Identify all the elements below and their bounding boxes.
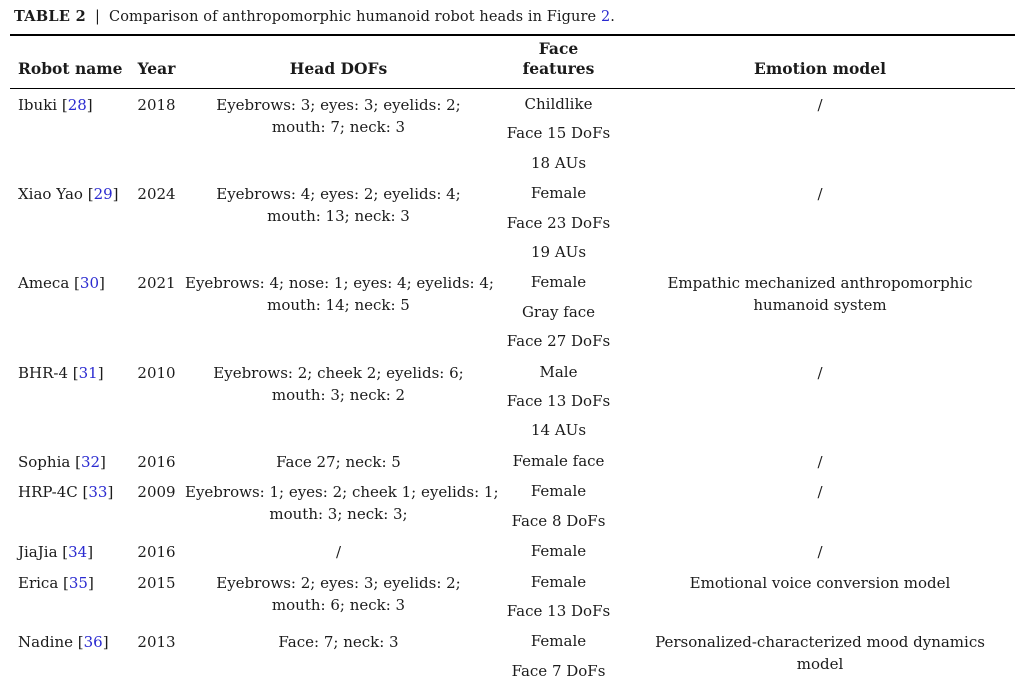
head-dofs-cell: Eyebrows: 4; nose: 1; eyes: 4; eyelids: …	[185, 274, 494, 315]
header-robot-name: Robot name	[18, 59, 123, 78]
face-features-cell: Female Gray face Face 27 DoFs	[506, 273, 611, 351]
head-dofs-cell: Eyebrows: 1; eyes: 2; cheek 1; eyelids: …	[185, 483, 499, 524]
robot-name-cell: Erica [35]	[18, 573, 94, 592]
robot-name-cell: Xiao Yao [29]	[18, 185, 119, 204]
emotion-model-cell: /	[817, 543, 823, 562]
robot-name-cell: Sophia [32]	[18, 452, 106, 471]
header-head-dofs: Head DOFs	[289, 59, 388, 78]
robot-name-cell: Nadine [36]	[18, 633, 109, 652]
robot-name: BHR-4	[18, 363, 69, 382]
year-cell: 2021	[137, 274, 176, 293]
emotion-model-cell: /	[817, 185, 823, 204]
robot-name: Sophia	[18, 452, 71, 471]
robot-name: Erica	[18, 573, 59, 592]
table-row: HRP-4C [33] 2009 Eyebrows: 1; eyes: 2; c…	[10, 476, 1015, 536]
emotion-model-cell: /	[817, 483, 823, 502]
table-row: BHR-4 [31] 2010 Eyebrows: 2; cheek 2; ey…	[10, 357, 1015, 446]
head-dofs-cell: Eyebrows: 2; cheek 2; eyelids: 6; mouth:…	[213, 363, 464, 404]
robot-name: Ibuki	[18, 96, 58, 114]
face-features-cell: Female Face 13 DoFs	[506, 572, 611, 620]
face-features-cell: Female	[530, 542, 587, 561]
table-body: Ibuki [28] 2018 Eyebrows: 3; eyes: 3; ey…	[10, 89, 1015, 683]
emotion-model-cell: Personalized-characterized mood dynamics…	[655, 633, 985, 674]
robot-name: Ameca	[18, 274, 70, 293]
comparison-table: Robot name Year Head DOFs Face features …	[10, 34, 1015, 683]
year-cell: 2016	[137, 543, 176, 562]
emotion-model-cell: Emotional voice conversion model	[689, 573, 951, 592]
caption-text: Comparison of anthropomorphic humanoid r…	[109, 9, 597, 25]
year-cell: 2013	[137, 633, 176, 652]
face-features-cell: Childlike Face 15 DoFs 18 AUs	[506, 95, 611, 172]
table-row: Xiao Yao [29] 2024 Eyebrows: 4; eyes: 2;…	[10, 178, 1015, 267]
robot-name: Nadine	[18, 633, 74, 652]
table-row: Ameca [30] 2021 Eyebrows: 4; nose: 1; ey…	[10, 267, 1015, 356]
header-emotion-model: Emotion model	[754, 59, 886, 78]
face-features-cell: Female face	[512, 451, 605, 470]
face-features-cell: Female Face 23 DoFs 19 AUs	[506, 184, 611, 262]
head-dofs-cell: Face: 7; neck: 3	[278, 633, 399, 652]
robot-name: Xiao Yao	[18, 185, 83, 204]
citation-link[interactable]: 34	[68, 543, 88, 562]
citation-link[interactable]: 30	[79, 274, 99, 293]
citation-link[interactable]: 32	[80, 452, 101, 471]
year-cell: 2024	[137, 185, 176, 204]
citation-link[interactable]: 28	[67, 96, 87, 114]
emotion-model-cell: /	[817, 452, 823, 471]
robot-name-cell: HRP-4C [33]	[18, 483, 114, 502]
face-features-cell: Male Face 13 DoFs 14 AUs	[506, 362, 611, 440]
table-row: Nadine [36] 2013 Face: 7; neck: 3 Female…	[10, 626, 1015, 683]
head-dofs-cell: /	[335, 543, 342, 562]
robot-name-cell: BHR-4 [31]	[18, 363, 104, 382]
face-features-cell: Female Face 7 DoFs	[511, 632, 606, 680]
head-dofs-cell: Eyebrows: 2; eyes: 3; eyelids: 2; mouth:…	[216, 573, 461, 614]
robot-name: HRP-4C	[18, 483, 78, 502]
year-cell: 2018	[137, 96, 176, 114]
header-face-features: Face features	[522, 39, 595, 78]
year-cell: 2015	[137, 573, 176, 592]
table-caption: TABLE 2 | Comparison of anthropomorphic hu…	[10, 5, 1015, 34]
year-cell: 2009	[137, 483, 176, 502]
robot-name: JiaJia	[18, 543, 58, 562]
header-year: Year	[137, 59, 176, 78]
robot-name-cell: JiaJia [34]	[18, 543, 94, 562]
emotion-model-cell: /	[817, 363, 823, 382]
emotion-model-cell: /	[817, 96, 823, 114]
citation-link[interactable]: 35	[68, 573, 88, 592]
table-row: Ibuki [28] 2018 Eyebrows: 3; eyes: 3; ey…	[10, 89, 1015, 178]
emotion-model-cell: Empathic mechanized anthropomorphic huma…	[667, 274, 973, 315]
citation-link[interactable]: 29	[93, 185, 113, 204]
citation-link[interactable]: 36	[83, 633, 103, 652]
head-dofs-cell: Face 27; neck: 5	[276, 452, 401, 471]
robot-name-cell: Ibuki [28]	[18, 96, 93, 114]
year-cell: 2016	[137, 452, 176, 471]
caption-period: .	[610, 9, 615, 25]
citation-link[interactable]: 31	[78, 363, 98, 382]
robot-name-cell: Ameca [30]	[18, 274, 105, 293]
table-row: Erica [35] 2015 Eyebrows: 2; eyes: 3; ey…	[10, 567, 1015, 627]
table-row: Sophia [32] 2016 Face 27; neck: 5 Female…	[10, 446, 1015, 476]
caption-divider: |	[95, 9, 100, 25]
table-label: TABLE 2	[14, 8, 86, 25]
table-row: JiaJia [34] 2016 / Female /	[10, 536, 1015, 566]
figure-link[interactable]: 2	[600, 9, 611, 25]
head-dofs-cell: Eyebrows: 4; eyes: 2; eyelids: 4; mouth:…	[216, 185, 461, 226]
citation-link[interactable]: 33	[88, 483, 108, 502]
face-features-cell: Female Face 8 DoFs	[511, 482, 606, 530]
table-header-row: Robot name Year Head DOFs Face features …	[10, 36, 1015, 89]
year-cell: 2010	[137, 363, 176, 382]
head-dofs-cell: Eyebrows: 3; eyes: 3; eyelids: 2; mouth:…	[216, 96, 461, 136]
